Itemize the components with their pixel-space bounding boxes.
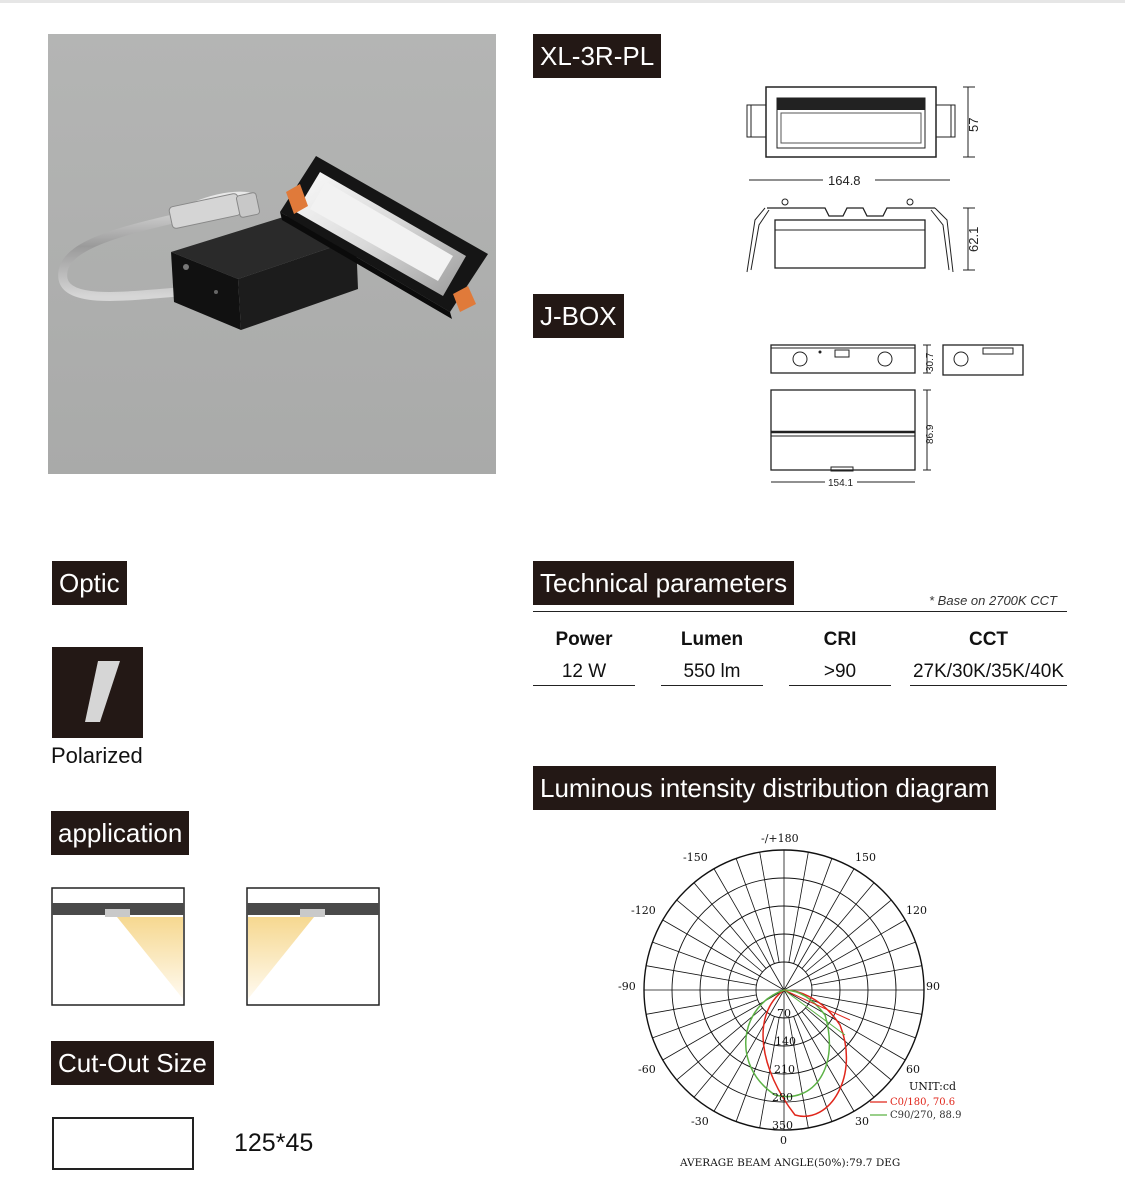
- tech-col-cct: CCT: [968, 629, 1009, 650]
- polar-spoke: [793, 1016, 833, 1122]
- tech-divider: [533, 611, 1067, 612]
- tech-note: * Base on 2700K CCT: [929, 593, 1057, 608]
- polar-curves: [745, 989, 851, 1118]
- radial-label-140: 140: [775, 1035, 796, 1048]
- angle-label-m30: -30: [691, 1115, 709, 1128]
- fixture-dimension-drawing: 57 164.8 62.1: [746, 86, 981, 273]
- tech-heading: Technical parameters: [533, 561, 795, 605]
- product-photo: [48, 34, 496, 474]
- polar-spoke: [646, 994, 757, 1015]
- curve-c90-ray: [783, 989, 846, 1036]
- angle-label-m120: -120: [631, 904, 656, 917]
- polar-spoke: [759, 1017, 780, 1128]
- tech-val-cri: >90: [789, 661, 891, 686]
- tech-val-lumen: 550 lm: [661, 661, 763, 686]
- tech-col-lumen: Lumen: [680, 629, 744, 650]
- polar-diagram: -/+180 -150 150 -120 120 -90 90 -60 60 -…: [618, 832, 961, 1169]
- jbox-label: J-BOX: [533, 294, 624, 338]
- angle-label-p60: 60: [906, 1063, 920, 1076]
- polar-spoke: [693, 882, 767, 969]
- angle-label-p150: 150: [855, 851, 876, 864]
- polar-spoke: [652, 941, 758, 981]
- polar-spoke: [662, 919, 785, 991]
- polar-spoke: [713, 868, 785, 991]
- polar-spoke: [676, 899, 763, 973]
- model-label: XL-3R-PL: [533, 34, 662, 78]
- angle-label-bottom: 0: [780, 1134, 787, 1147]
- polar-spoke: [810, 999, 916, 1039]
- polar-spoke: [783, 919, 906, 991]
- dim-width: 164.8: [828, 173, 861, 188]
- cutout-size: 125*45: [234, 1129, 314, 1157]
- application-diagram-right: [51, 887, 185, 1006]
- polar-spoke: [801, 882, 875, 969]
- polar-spoke: [811, 965, 922, 986]
- cutout-shape: [52, 1117, 194, 1170]
- polar-spoke: [805, 1007, 892, 1081]
- jbox-dimension-drawing: 30.7 86.9 154.1: [770, 344, 1024, 489]
- polar-spoke: [783, 868, 855, 991]
- polar-grid: [643, 849, 925, 1131]
- polar-spoke: [801, 1011, 875, 1098]
- polar-spoke: [788, 852, 809, 963]
- polar-spoke: [793, 858, 833, 964]
- polar-spoke: [713, 989, 785, 1112]
- curve-c0-ray: [783, 989, 851, 1021]
- legend-c0: C0/180, 70.6: [890, 1097, 955, 1108]
- tech-col-cri: CRI: [823, 629, 857, 650]
- curve-c0-180: [762, 989, 848, 1118]
- radial-label-70: 70: [777, 1007, 791, 1020]
- polar-spoke: [788, 1017, 809, 1128]
- tech-val-power: 12 W: [533, 661, 635, 686]
- optic-type-label: Polarized: [51, 743, 143, 768]
- angle-label-m60: -60: [638, 1063, 656, 1076]
- angle-label-top: -/+180: [761, 832, 799, 845]
- polar-spoke: [735, 1016, 775, 1122]
- polar-spoke: [759, 852, 780, 963]
- application-diagram-left: [246, 887, 380, 1006]
- curve-c90-270: [745, 989, 831, 1098]
- polar-spoke: [805, 899, 892, 973]
- tech-col-power: Power: [555, 629, 613, 650]
- beam-angle-caption: AVERAGE BEAM ANGLE(50%):79.7 DEG: [679, 1157, 900, 1169]
- polar-spoke: [735, 858, 775, 964]
- dim-depth: 57: [966, 118, 981, 132]
- polarized-optic-icon: [52, 647, 143, 738]
- radial-label-210: 210: [774, 1063, 795, 1076]
- angle-label-m150: -150: [683, 851, 708, 864]
- polar-spoke: [810, 941, 916, 981]
- polar-spoke: [676, 1007, 763, 1081]
- polar-spoke: [811, 994, 922, 1015]
- polar-spoke: [646, 965, 757, 986]
- dim-height: 62.1: [966, 227, 981, 252]
- jbox-dim-height-top: 30.7: [925, 352, 936, 372]
- polar-heading: Luminous intensity distribution diagram: [533, 766, 997, 810]
- jbox-dim-height-side: 86.9: [925, 424, 936, 444]
- angle-label-p90: 90: [926, 980, 940, 993]
- polar-spoke: [693, 1011, 767, 1098]
- legend-c90: C90/270, 88.9: [890, 1110, 961, 1121]
- polar-spoke: [652, 999, 758, 1039]
- polar-spoke: [783, 989, 906, 1061]
- optic-heading: Optic: [52, 561, 127, 605]
- polar-spoke: [783, 989, 855, 1112]
- top-border: [0, 0, 1125, 3]
- radial-label-350: 350: [772, 1119, 793, 1132]
- angle-label-p30: 30: [855, 1115, 869, 1128]
- unit-label: UNIT:cd: [909, 1080, 956, 1093]
- tech-val-cct: 27K/30K/35K/40K: [910, 661, 1067, 686]
- angle-label-m90: -90: [618, 980, 636, 993]
- angle-label-p120: 120: [906, 904, 927, 917]
- radial-label-280: 280: [772, 1091, 793, 1104]
- jbox-dim-length: 154.1: [828, 478, 853, 489]
- cutout-heading: Cut-Out Size: [51, 1041, 214, 1085]
- application-heading: application: [51, 811, 190, 855]
